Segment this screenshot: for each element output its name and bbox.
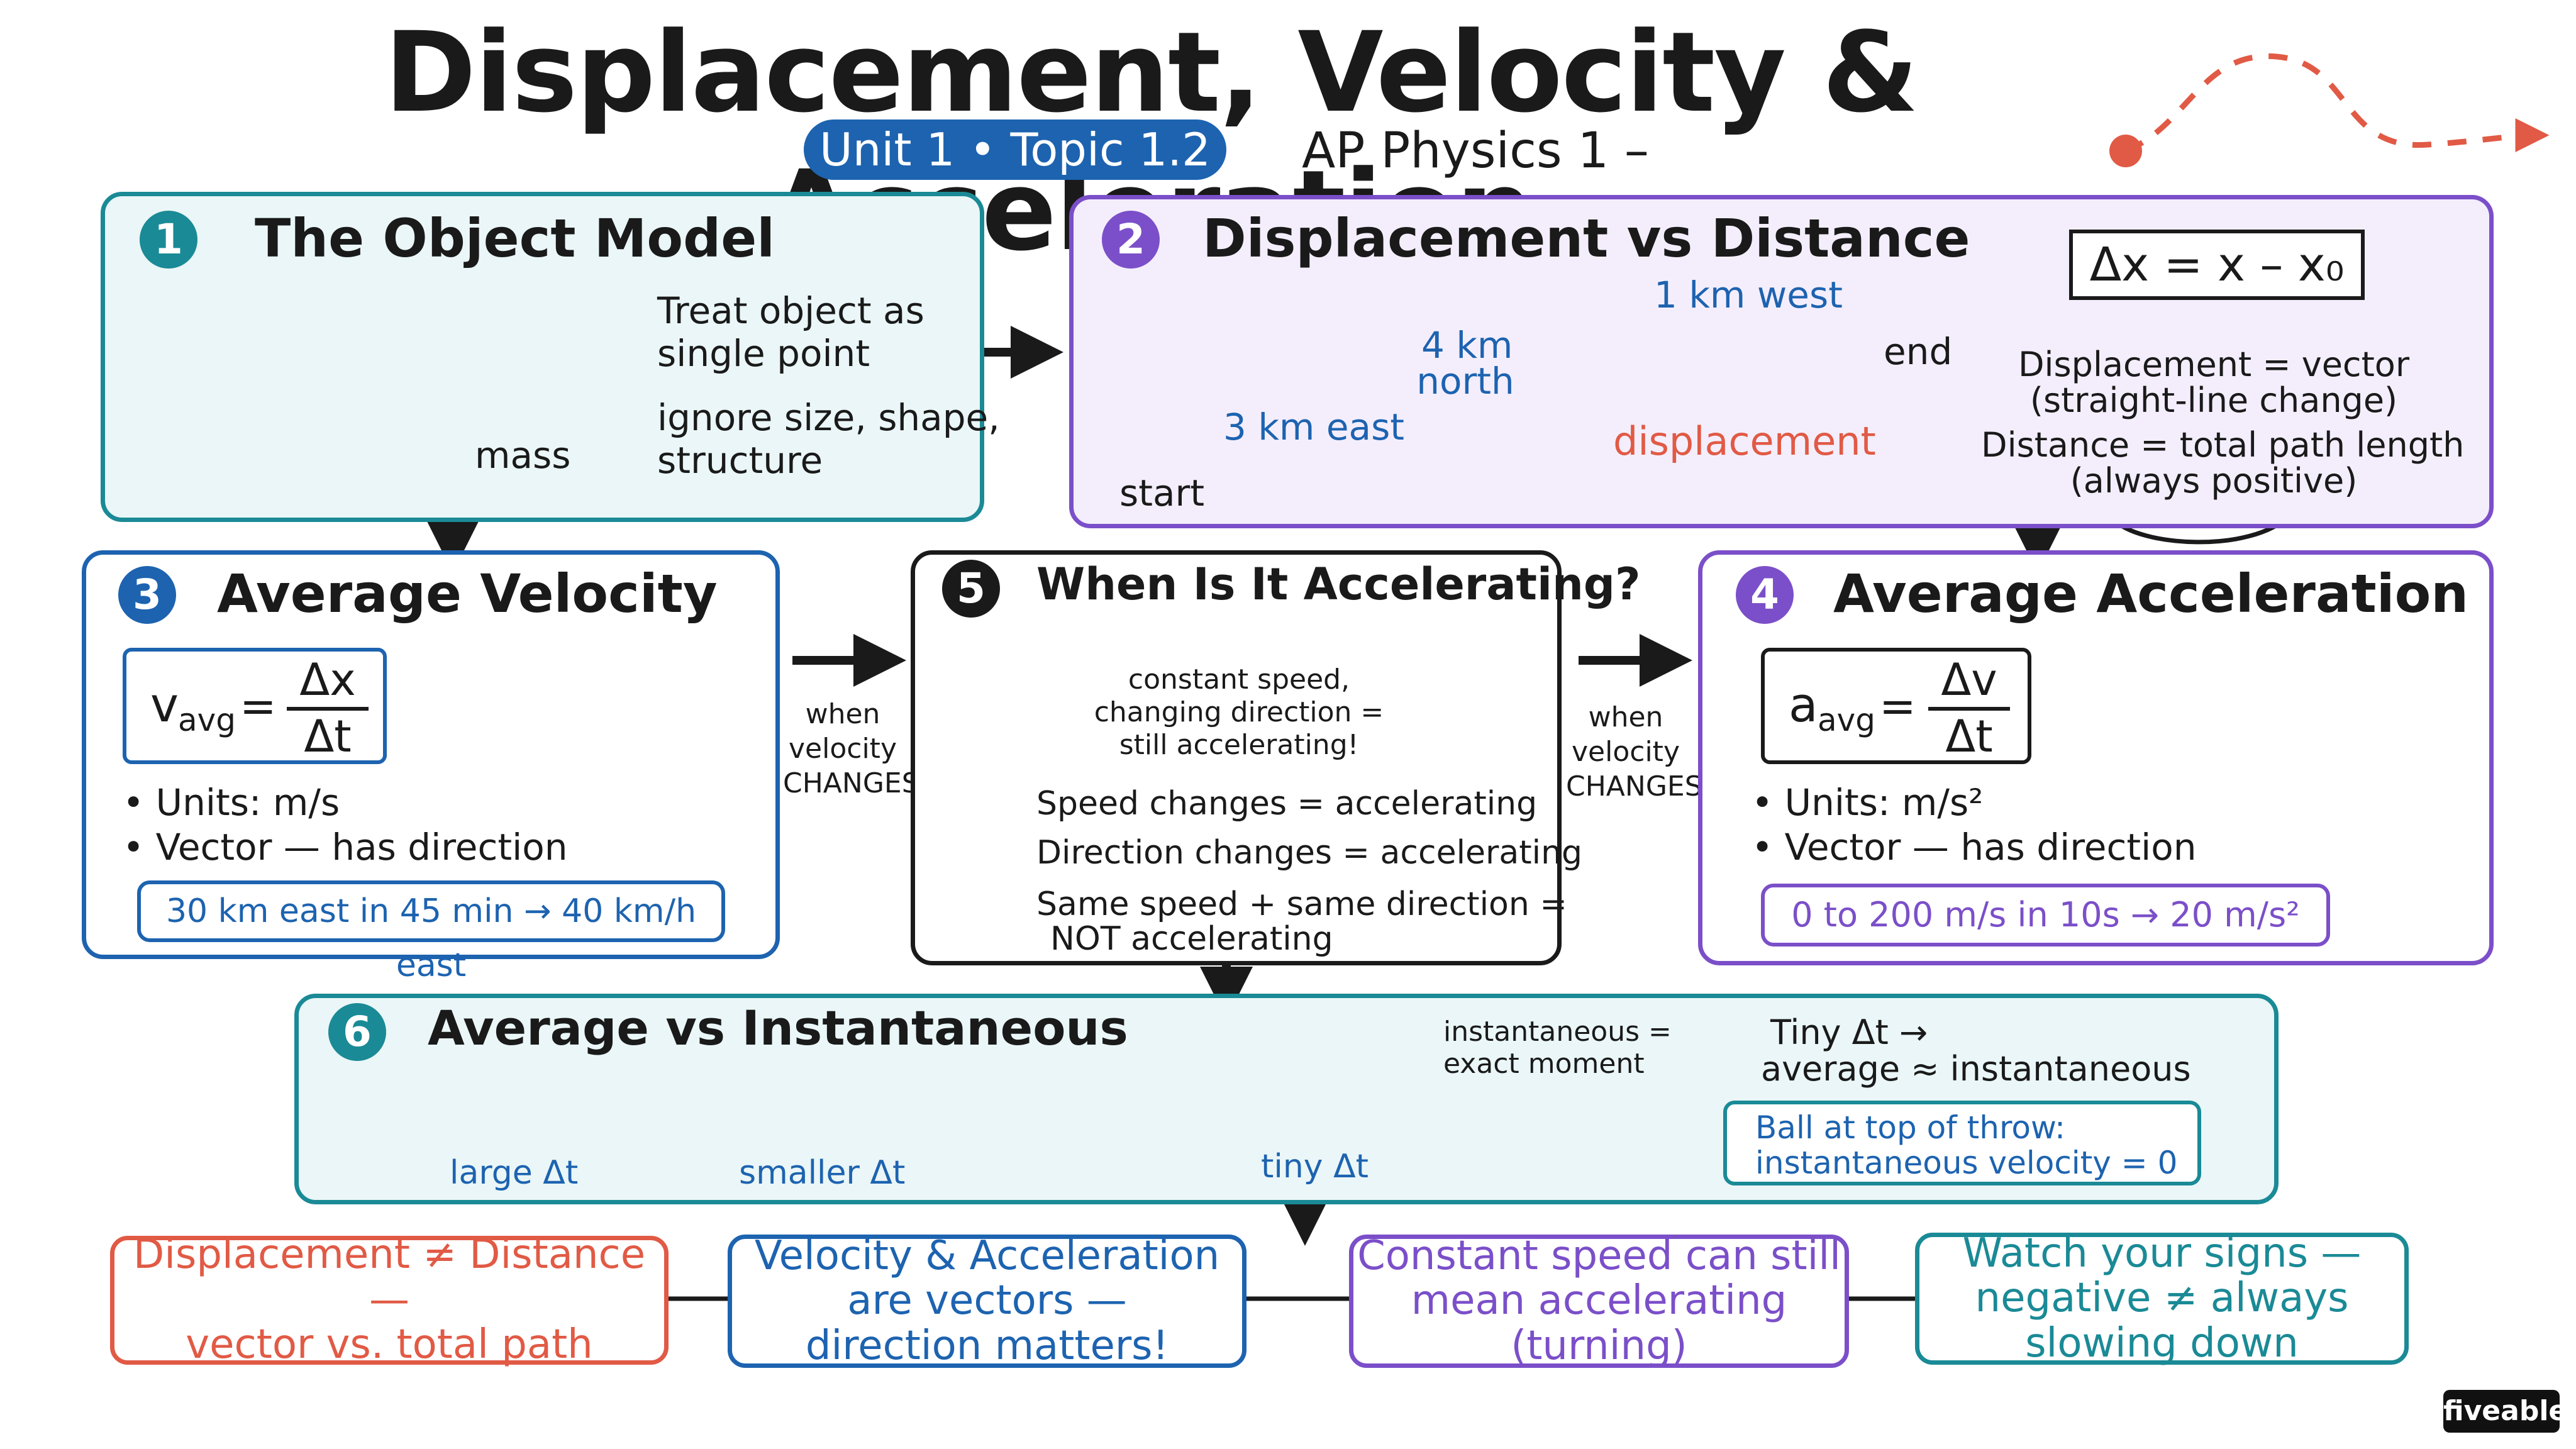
direction-changes-row: Direction changes = accelerating [1036,834,1583,872]
formula-subscript: avg [1818,702,1875,738]
link-label-velocity: velocity [1572,736,1680,768]
same-speed-row: NOT accelerating [1050,920,1333,958]
cloud-text-line: (straight-line change) [2029,380,2398,420]
displacement-label: displacement [1613,418,1876,464]
link-label-velocity: velocity [789,733,897,765]
large-dt-label: large Δt [450,1154,579,1192]
trajectory-doodle-icon [2109,53,2550,167]
velocity-bullet: • Units: m/s [123,781,340,824]
ball-top-note-line: instantaneous velocity = 0 [1755,1145,2178,1181]
formula-equals: = [240,680,277,732]
link-label-when: when [1588,701,1663,733]
tip-vectors-direction: Velocity & Acceleration are vectors — di… [728,1232,1246,1369]
velocity-example-box: 30 km east in 45 min → 40 km/h east [137,880,725,984]
unit-topic-badge: Unit 1 • Topic 1.2 [804,119,1226,180]
tiny-dt-note: average ≈ instantaneous [1761,1049,2191,1089]
tip-line: vector vs. total path [186,1321,593,1368]
formula-numerator: Δx [299,654,356,706]
tip-line: negative ≠ always [1975,1275,2349,1322]
mass-label: mass [475,434,571,477]
tip-line: are vectors — [847,1277,1127,1324]
acceleration-bullet: • Units: m/s² [1752,781,1984,824]
section-title: The Object Model [255,208,775,269]
tip-displacement-distance: Displacement ≠ Distance — vector vs. tot… [110,1231,669,1368]
link-label-changes: CHANGES [783,767,919,799]
cloud-text-line: Displacement = vector [2018,345,2410,384]
section-title: Average Acceleration [1833,563,2469,625]
link-label-when: when [805,698,880,730]
formula-numerator: Δv [1941,654,1997,706]
instantaneous-note: instantaneous = [1443,1016,1672,1048]
section-number-badge: 2 [1102,211,1160,269]
car-note-line: still accelerating! [1119,729,1359,761]
velocity-formula-box: v avg = Δx Δt [123,648,387,764]
object-text-line: structure [657,439,823,482]
acceleration-example-box: 0 to 200 m/s in 10s → 20 m/s² [1761,884,2330,947]
fraction-bar [287,707,369,711]
instantaneous-note: exact moment [1443,1048,1645,1080]
north-leg-label: north [1416,360,1514,402]
section-number-badge: 1 [140,211,197,269]
formula-denominator: Δt [1945,711,1993,762]
section-title: Average Velocity [217,563,718,625]
tip-line: direction matters! [805,1322,1169,1369]
acceleration-formula-box: a avg = Δv Δt [1761,648,2031,764]
tip-line: slowing down [2025,1319,2299,1367]
section-number-badge: 3 [118,566,176,624]
end-label: end [1884,330,1953,373]
section-number-badge: 4 [1736,566,1794,624]
car-note-line: changing direction = [1094,696,1384,728]
east-leg-label: 3 km east [1223,406,1405,448]
acceleration-bullet: • Vector — has direction [1752,826,2197,869]
displacement-formula-box: Δx = x – x₀ [2069,230,2365,300]
cloud-text-line: Distance = total path length [1981,425,2465,465]
tip-line: Displacement ≠ Distance — [133,1231,646,1323]
section-title: Average vs Instantaneous [428,1000,1128,1056]
ball-top-note-line: Ball at top of throw: [1755,1109,2066,1146]
formula-lhs: v [150,677,179,733]
link-label-changes: CHANGES [1566,770,1702,802]
section-number-badge: 5 [942,560,1000,618]
tip-constant-speed: Constant speed can still mean accelerati… [1349,1232,1849,1369]
tiny-dt-note: Tiny Δt → [1770,1013,1928,1052]
formula-equals: = [1879,680,1916,732]
section-object-model [101,192,984,522]
object-text-line: Treat object as [657,289,924,332]
smaller-dt-label: smaller Δt [739,1154,906,1192]
car-note-line: constant speed, [1128,663,1350,696]
speed-changes-row: Speed changes = accelerating [1036,785,1538,823]
formula-denominator: Δt [304,711,352,762]
section-title: When Is It Accelerating? [1036,558,1641,610]
section-title: Displacement vs Distance [1202,208,1970,269]
tip-line: Watch your signs — [1962,1230,2362,1277]
fraction-bar [1928,707,2010,711]
tip-line: Constant speed can still [1357,1232,1841,1279]
section-when-accelerating [911,550,1562,965]
west-leg-label: 1 km west [1654,274,1843,316]
cloud-text-line: (always positive) [2070,461,2358,501]
tip-line: (turning) [1511,1322,1687,1369]
start-label: start [1119,472,1205,514]
same-speed-row: Same speed + same direction = [1036,886,1567,923]
tip-line: mean accelerating [1411,1277,1787,1324]
north-leg-label: 4 km [1421,324,1513,367]
ball-top-note-box: Ball at top of throw: instantaneous velo… [1723,1101,2201,1185]
object-text-line: single point [657,332,870,375]
formula-lhs: a [1789,677,1818,733]
fiveable-logo: fiveable [2443,1390,2567,1433]
velocity-bullet: • Vector — has direction [123,826,568,869]
tip-line: Velocity & Acceleration [754,1232,1220,1279]
tiny-dt-label: tiny Δt [1261,1148,1369,1185]
section-number-badge: 6 [328,1003,386,1061]
tip-watch-signs: Watch your signs — negative ≠ always slo… [1915,1230,2409,1367]
object-text-line: ignore size, shape, [657,396,1000,439]
formula-subscript: avg [178,702,236,738]
